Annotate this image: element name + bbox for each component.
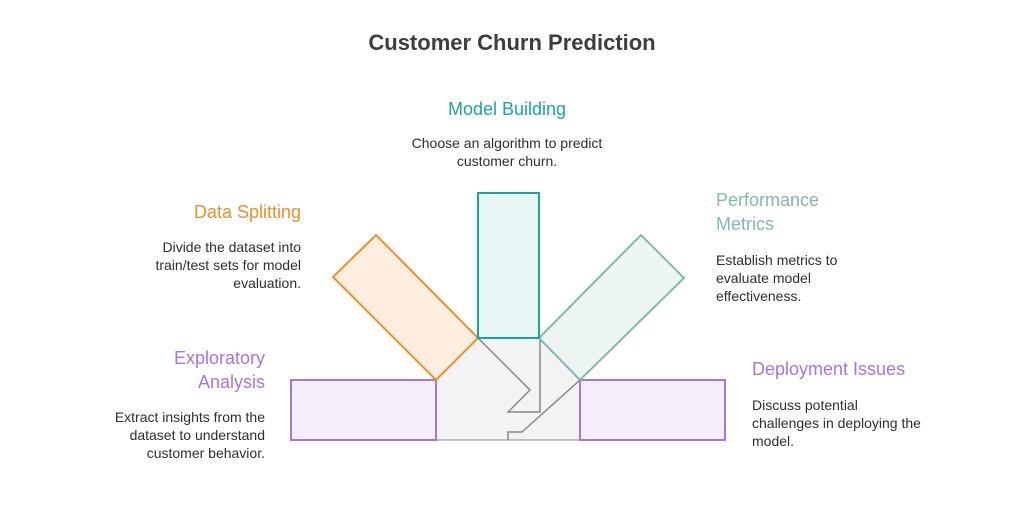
label-model-building: Model Building	[447, 99, 567, 119]
hub-connector	[477, 337, 541, 413]
block-model-building[interactable]	[477, 192, 540, 339]
desc-exploratory-analysis: Extract insights from the dataset to und…	[114, 409, 265, 461]
label-deployment-issues: Deployment Issues	[752, 359, 906, 379]
label-exploratory-analysis: Exploratory Analysis	[173, 348, 265, 392]
label-performance-metrics: Performance Metrics	[716, 190, 820, 234]
desc-performance-metrics: Establish metrics to evaluate model effe…	[716, 252, 838, 304]
label-data-splitting: Data Splitting	[193, 202, 301, 222]
hub-connector	[507, 379, 581, 440]
desc-data-splitting: Divide the dataset into train/test sets …	[155, 239, 301, 291]
block-exploratory-analysis[interactable]	[290, 379, 437, 441]
block-data-splitting[interactable]	[331, 233, 480, 382]
page-title: Customer Churn Prediction	[368, 30, 656, 55]
desc-model-building: Choose an algorithm to predict customer …	[411, 135, 603, 169]
block-performance-metrics[interactable]	[537, 233, 686, 382]
block-deployment-issues[interactable]	[579, 379, 726, 441]
hub-center	[436, 338, 580, 440]
desc-deployment-issues: Discuss potential challenges in deployin…	[752, 397, 921, 449]
